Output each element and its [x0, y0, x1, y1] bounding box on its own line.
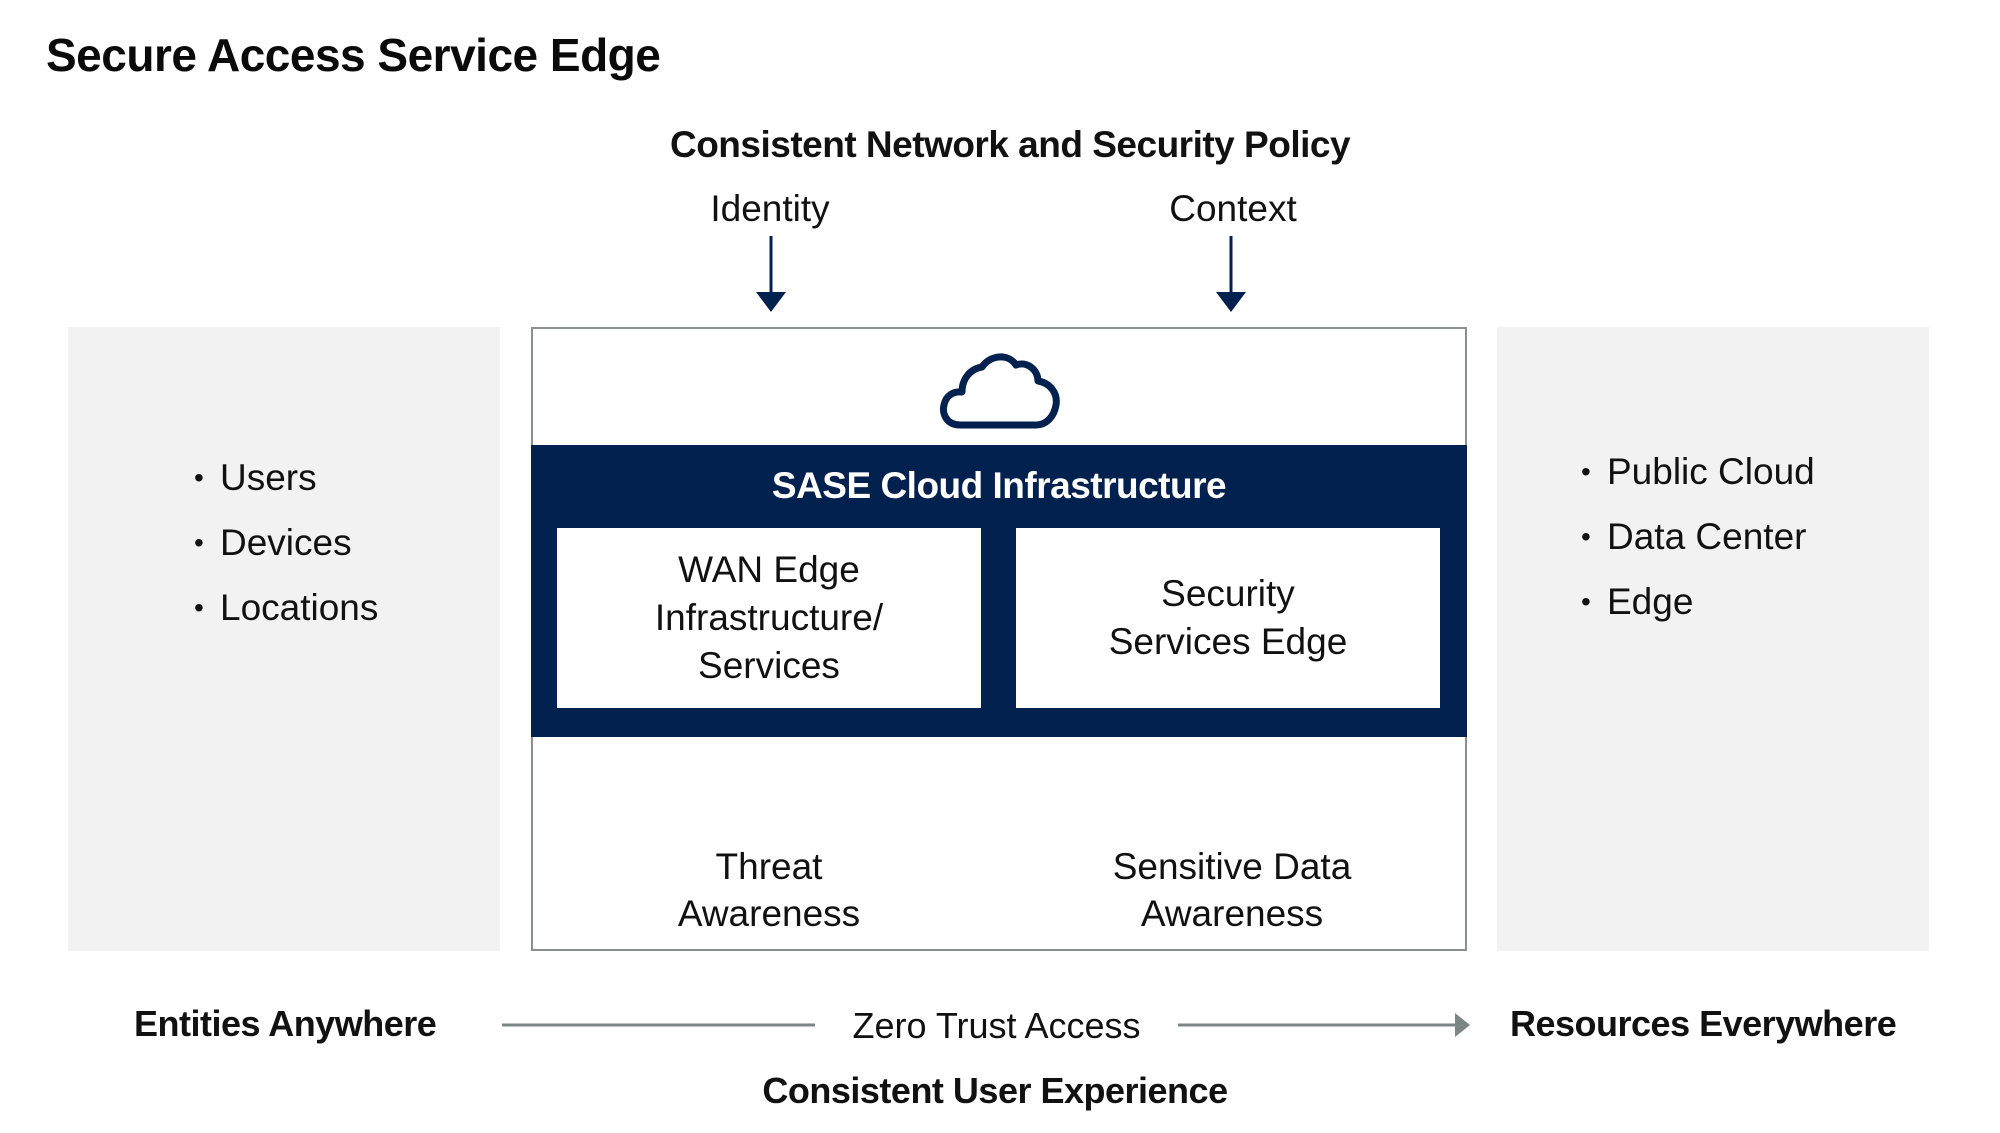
policy-header-text: Consistent Network and Security Policy: [669, 124, 1351, 165]
resources-list: Public Cloud Data Center Edge: [1581, 439, 1815, 634]
sse-line: Services Edge: [1108, 621, 1348, 662]
threat-awareness-label: Threat Awareness: [619, 843, 919, 937]
wan-edge-label: WAN Edge Infrastructure/ Services: [655, 546, 883, 690]
sse-line: Security: [1161, 573, 1295, 614]
page-title: Secure Access Service Edge: [46, 29, 661, 81]
identity-down-arrow: [756, 236, 786, 312]
entities-panel: Users Devices Locations: [68, 327, 500, 951]
threat-line: Threat: [715, 846, 823, 887]
identity-label: Identity: [710, 188, 830, 229]
resources-everywhere-label: Resources Everywhere: [1510, 1003, 1897, 1044]
entities-list: Users Devices Locations: [194, 445, 378, 640]
security-services-edge-box: Security Services Edge: [1016, 528, 1440, 708]
entity-item: Locations: [194, 575, 378, 640]
wan-edge-line: WAN Edge: [678, 549, 860, 590]
zero-trust-access-label: Zero Trust Access: [852, 1005, 1141, 1046]
sensitive-data-line: Sensitive Data: [1112, 846, 1352, 887]
sensitive-data-line: Awareness: [1140, 893, 1324, 934]
sse-label: Security Services Edge: [1109, 570, 1348, 666]
wan-edge-line: Infrastructure/: [654, 597, 884, 638]
resources-panel: Public Cloud Data Center Edge: [1497, 327, 1929, 951]
flow-arrow-right: [1178, 1013, 1470, 1037]
footer-consistent-ux: Consistent User Experience: [0, 1070, 2000, 1112]
resource-item: Data Center: [1581, 504, 1815, 569]
threat-line: Awareness: [677, 893, 861, 934]
resource-item: Edge: [1581, 569, 1815, 634]
wan-edge-box: WAN Edge Infrastructure/ Services: [557, 528, 981, 708]
sase-infrastructure-band: SASE Cloud Infrastructure WAN Edge Infra…: [531, 445, 1467, 737]
entity-item: Devices: [194, 510, 378, 575]
resource-item: Public Cloud: [1581, 439, 1815, 504]
footer-text: Consistent User Experience: [762, 1070, 1228, 1111]
sensitive-data-awareness-label: Sensitive Data Awareness: [1052, 843, 1412, 937]
cloud-icon: [940, 353, 1060, 429]
context-down-arrow: [1216, 236, 1246, 312]
wan-edge-line: Services: [698, 645, 840, 686]
entity-item: Users: [194, 445, 378, 510]
context-label: Context: [1169, 188, 1297, 229]
entities-anywhere-label: Entities Anywhere: [134, 1003, 437, 1044]
policy-header: Consistent Network and Security Policy: [0, 124, 2000, 166]
sase-box: SASE Cloud Infrastructure WAN Edge Infra…: [531, 327, 1467, 951]
sase-band-title: SASE Cloud Infrastructure: [771, 465, 1227, 506]
